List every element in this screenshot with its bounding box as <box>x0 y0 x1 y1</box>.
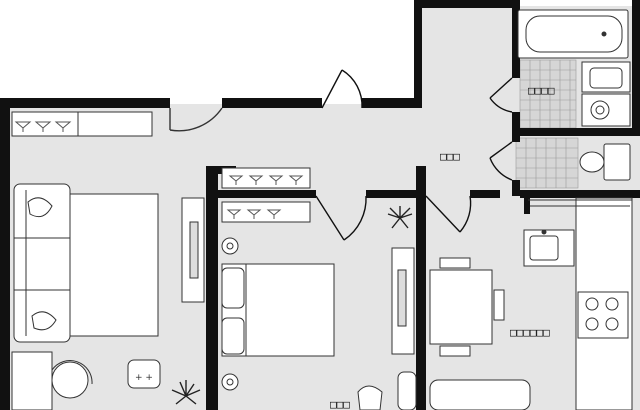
bath <box>517 9 631 181</box>
label-hallway: □□□ <box>440 150 460 163</box>
tiles <box>515 59 579 189</box>
pillow-2 <box>221 317 245 355</box>
door-kitchen <box>425 195 472 233</box>
chair-k2 <box>439 345 471 357</box>
label-bedroom: □□□ <box>330 398 350 410</box>
svg-text:+ +: + + <box>135 373 153 383</box>
tv <box>189 221 199 279</box>
floor-hall-upper <box>420 6 516 190</box>
shelf-bedroom-top <box>221 167 311 189</box>
door-wc <box>489 141 513 181</box>
bedroom <box>221 167 417 410</box>
label-bathroom: □□□□ <box>528 84 555 97</box>
pouf <box>127 359 161 389</box>
chair-k1 <box>439 257 471 269</box>
kitchen-table <box>429 269 493 345</box>
room-labels: □□□□ □□□ □□□□□□ □□□ <box>330 84 555 410</box>
chair <box>51 361 89 399</box>
plant-icon <box>171 380 201 405</box>
sofa-kitchen <box>429 379 531 410</box>
cushion-1 <box>27 197 53 218</box>
plant-icon <box>387 206 413 229</box>
stove-icon <box>577 291 629 339</box>
chair-k3 <box>493 289 505 321</box>
door-bedroom <box>315 195 367 241</box>
rug <box>69 193 159 337</box>
kitchen <box>429 197 633 410</box>
door-entrance <box>321 69 363 109</box>
living-room: + + <box>11 111 205 410</box>
door-bath <box>489 77 513 113</box>
shelf-bedroom-2 <box>221 201 311 223</box>
shelf-top-left <box>11 111 153 137</box>
chair-bedroom <box>397 371 417 410</box>
desk <box>11 351 53 410</box>
pillow-1 <box>221 267 245 309</box>
cushion-2 <box>31 311 57 331</box>
glasses-row <box>14 121 72 132</box>
armchair <box>357 385 383 410</box>
door-living <box>169 107 223 132</box>
label-kitchen: □□□□□□ <box>510 326 550 339</box>
toilet-icon <box>579 143 631 181</box>
doors <box>169 69 513 241</box>
bedroom-glasses <box>226 175 304 219</box>
